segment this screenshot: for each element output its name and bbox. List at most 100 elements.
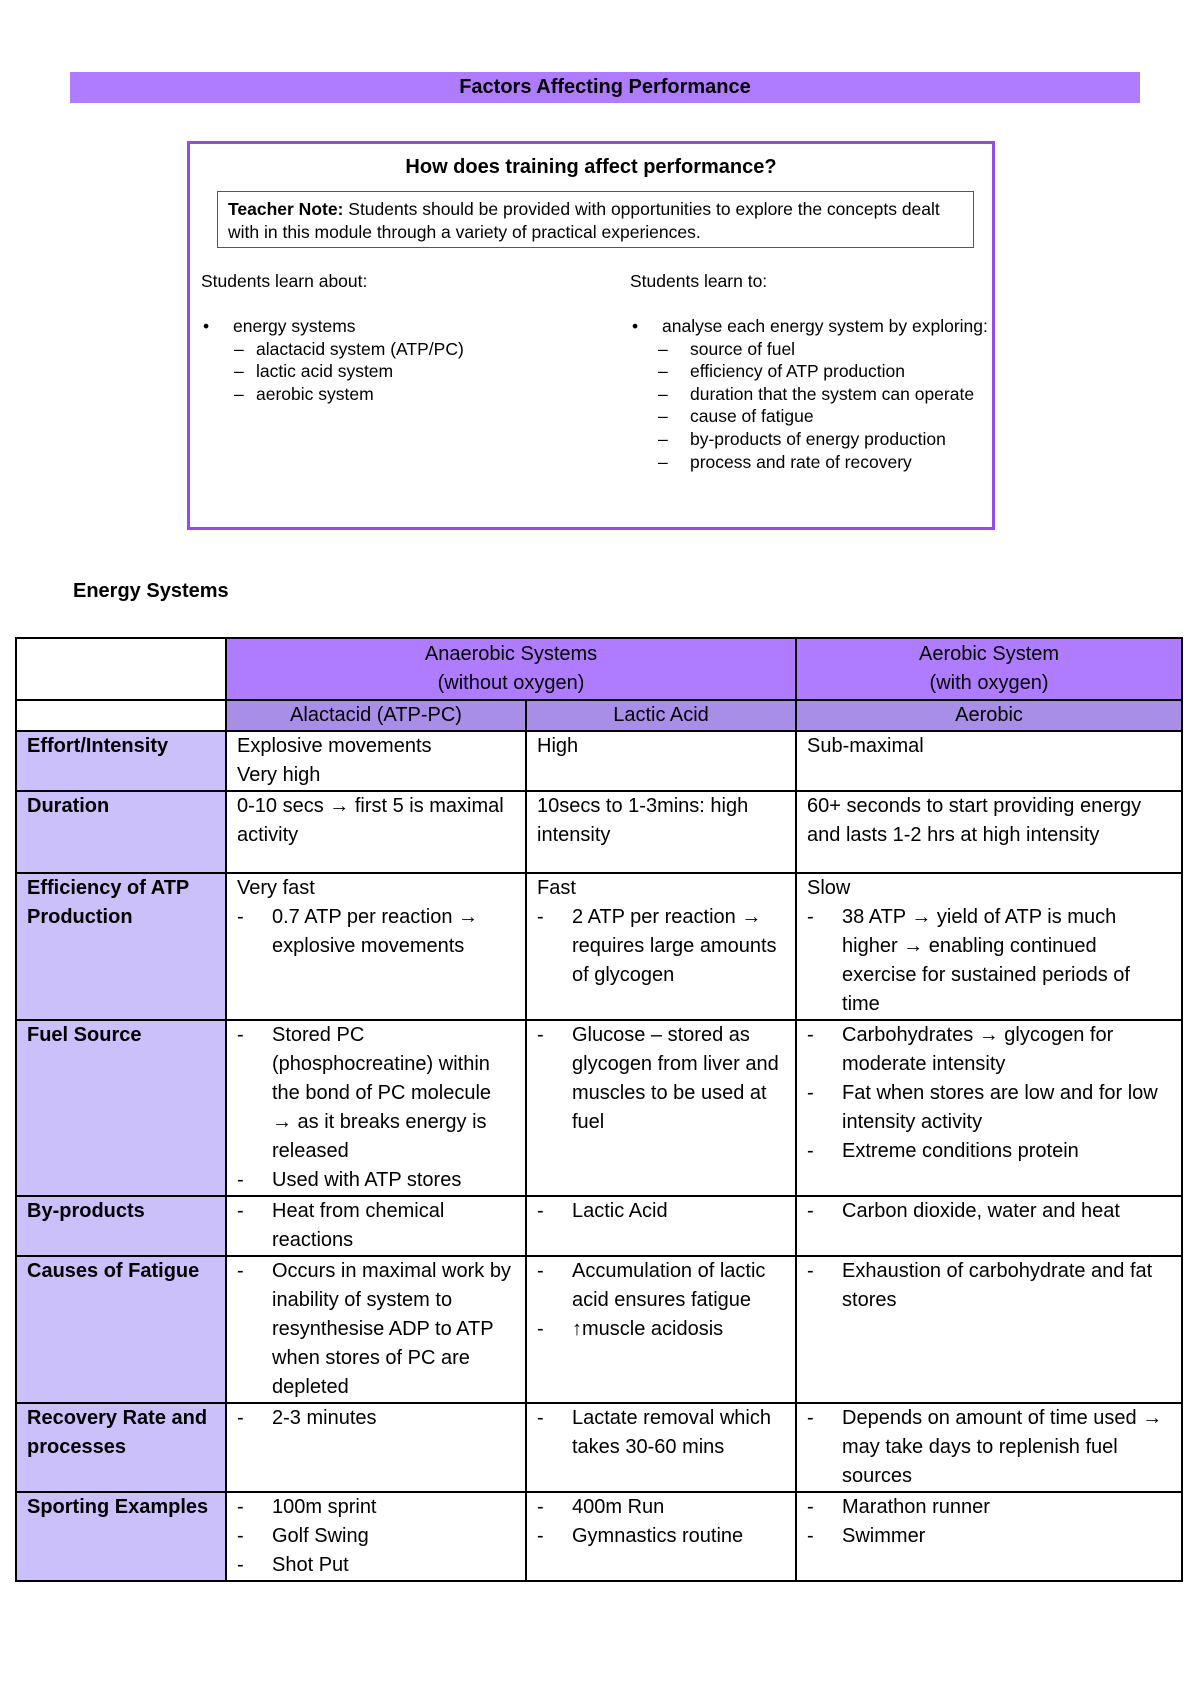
table-cell: Glucose – stored as glycogen from liver … bbox=[524, 1019, 798, 1197]
learn-about-list: energy systemsalactacid system (ATP/PC)l… bbox=[201, 315, 601, 405]
table-cell: Fast 2 ATP per reaction → requires large … bbox=[524, 872, 798, 1021]
table-row: Sporting Examples100m sprintGolf SwingSh… bbox=[15, 1491, 1184, 1582]
table-sub-header-row: Alactacid (ATP-PC) Lactic Acid Aerobic bbox=[15, 699, 1184, 732]
header-line: (without oxygen) bbox=[437, 672, 585, 694]
table-row: Fuel SourceStored PC (phosphocreatine) w… bbox=[15, 1019, 1184, 1197]
cell-list-item: Swimmer bbox=[807, 1522, 1171, 1551]
cell-list-item: Extreme conditions protein bbox=[807, 1137, 1171, 1166]
table-cell: 60+ seconds to start providing energy an… bbox=[795, 790, 1184, 874]
table-cell: 10secs to 1-3mins: high intensity bbox=[524, 790, 798, 874]
list-item: lactic acid system bbox=[201, 360, 601, 383]
cell-list-item: 0.7 ATP per reaction → explosive movemen… bbox=[237, 903, 515, 961]
cell-list-item: Shot Put bbox=[237, 1551, 515, 1580]
list-item: cause of fatigue bbox=[630, 405, 990, 428]
table-cell: Slow 38 ATP → yield of ATP is much higher… bbox=[795, 872, 1184, 1021]
table-cell: Exhaustion of carbohydrate and fat store… bbox=[795, 1255, 1184, 1404]
row-label: Duration bbox=[15, 790, 227, 874]
table-cell: Occurs in maximal work by inability of s… bbox=[225, 1255, 527, 1404]
syllabus-question: How does training affect performance? bbox=[405, 156, 777, 178]
table-cell: 0-10 secs → first 5 is maximal activity bbox=[225, 790, 527, 874]
cell-list-item: Fat when stores are low and for low inte… bbox=[807, 1079, 1171, 1137]
cell-list-item: Occurs in maximal work by inability of s… bbox=[237, 1257, 515, 1402]
cell-text: 0-10 secs → first 5 is maximal activity bbox=[237, 795, 504, 846]
table-row: Recovery Rate and processes 2-3 minutes La… bbox=[15, 1402, 1184, 1493]
cell-list-item: Exhaustion of carbohydrate and fat store… bbox=[807, 1257, 1171, 1315]
cell-list-item: Lactic Acid bbox=[537, 1197, 785, 1226]
row-label: Sporting Examples bbox=[15, 1491, 227, 1582]
cell-list: 2-3 minutes bbox=[237, 1404, 515, 1433]
syllabus-box: How does training affect performance? Te… bbox=[187, 141, 995, 530]
table-cell: Marathon runnerSwimmer bbox=[795, 1491, 1184, 1582]
cell-list: Carbohydrates → glycogen for moderate in… bbox=[807, 1021, 1171, 1166]
cell-list-item: Lactate removal which takes 30-60 mins bbox=[537, 1404, 785, 1462]
cell-list: Occurs in maximal work by inability of s… bbox=[237, 1257, 515, 1402]
table-cell: Lactic Acid bbox=[524, 1195, 798, 1257]
list-item: by-products of energy production bbox=[630, 428, 990, 451]
row-label: Recovery Rate and processes bbox=[15, 1402, 227, 1493]
cell-list-item: Depends on amount of time used → may tak… bbox=[807, 1404, 1171, 1491]
table-row: By-productsHeat from chemical reactions L… bbox=[15, 1195, 1184, 1257]
cell-list-item: Marathon runner bbox=[807, 1493, 1171, 1522]
list-bullet: analyse each energy system by exploring: bbox=[630, 315, 990, 338]
list-item: source of fuel bbox=[630, 338, 990, 361]
header-line: Aerobic System bbox=[918, 643, 1060, 665]
teacher-note: Teacher Note: Students should be provide… bbox=[217, 191, 974, 248]
row-label: Causes of Fatigue bbox=[15, 1255, 227, 1404]
table-cell: Sub-maximal bbox=[795, 730, 1184, 792]
cell-list: 100m sprintGolf SwingShot Put bbox=[237, 1493, 515, 1580]
energy-systems-table: Anaerobic Systems (without oxygen) Aerob… bbox=[15, 637, 1184, 1582]
table-corner-cell bbox=[15, 699, 227, 732]
cell-list-item: 400m Run bbox=[537, 1493, 785, 1522]
header-line: Anaerobic Systems bbox=[424, 643, 598, 665]
aerobic-sub-header: Aerobic bbox=[795, 699, 1184, 732]
row-label: By-products bbox=[15, 1195, 227, 1257]
row-label: Effort/Intensity bbox=[15, 730, 227, 792]
cell-list: 400m RunGymnastics routine bbox=[537, 1493, 785, 1551]
learn-to-heading: Students learn to: bbox=[630, 271, 768, 291]
teacher-note-label: Teacher Note: bbox=[228, 199, 344, 219]
cell-text: Explosive movements bbox=[237, 735, 432, 757]
cell-list-item: Golf Swing bbox=[237, 1522, 515, 1551]
cell-text: Sub-maximal bbox=[807, 735, 924, 757]
cell-list: Stored PC (phosphocreatine) within the b… bbox=[237, 1021, 515, 1195]
list-item: duration that the system can operate bbox=[630, 383, 990, 406]
cell-list: 38 ATP → yield of ATP is much higher → e… bbox=[807, 903, 1171, 1019]
cell-list-item: Carbohydrates → glycogen for moderate in… bbox=[807, 1021, 1171, 1079]
cell-list-item: Carbon dioxide, water and heat bbox=[807, 1197, 1171, 1226]
cell-list-item: Used with ATP stores bbox=[237, 1166, 515, 1195]
alactacid-header: Alactacid (ATP-PC) bbox=[225, 699, 527, 732]
cell-text: 10secs to 1-3mins: high intensity bbox=[537, 795, 749, 846]
table-cell: Carbohydrates → glycogen for moderate in… bbox=[795, 1019, 1184, 1197]
row-label: Efficiency of ATP Production bbox=[15, 872, 227, 1021]
cell-list-item: Gymnastics routine bbox=[537, 1522, 785, 1551]
learn-to-list: analyse each energy system by exploring:… bbox=[630, 315, 990, 473]
cell-list: Heat from chemical reactions bbox=[237, 1197, 515, 1255]
cell-list: 0.7 ATP per reaction → explosive movemen… bbox=[237, 903, 515, 961]
cell-list: Marathon runnerSwimmer bbox=[807, 1493, 1171, 1551]
lactic-acid-header: Lactic Acid bbox=[524, 699, 798, 732]
anaerobic-header: Anaerobic Systems (without oxygen) bbox=[224, 637, 798, 701]
table-cell: 400m RunGymnastics routine bbox=[524, 1491, 798, 1582]
cell-list-item: ↑muscle acidosis bbox=[537, 1315, 785, 1344]
cell-list: Exhaustion of carbohydrate and fat store… bbox=[807, 1257, 1171, 1315]
list-item: process and rate of recovery bbox=[630, 451, 990, 474]
cell-list: Glucose – stored as glycogen from liver … bbox=[537, 1021, 785, 1137]
cell-list: Lactate removal which takes 30-60 mins bbox=[537, 1404, 785, 1462]
cell-text: Very fast bbox=[237, 877, 315, 899]
cell-text: Slow bbox=[807, 877, 851, 899]
cell-text: 60+ seconds to start providing energy an… bbox=[807, 795, 1142, 846]
table-cell: 100m sprintGolf SwingShot Put bbox=[225, 1491, 527, 1582]
list-item: alactacid system (ATP/PC) bbox=[201, 338, 601, 361]
table-cell: Heat from chemical reactions bbox=[225, 1195, 527, 1257]
table-cell: Depends on amount of time used → may tak… bbox=[795, 1402, 1184, 1493]
cell-list-item: Stored PC (phosphocreatine) within the b… bbox=[237, 1021, 515, 1166]
cell-text: High bbox=[537, 735, 579, 757]
cell-text: Fast bbox=[537, 877, 576, 899]
section-heading: Energy Systems bbox=[73, 580, 229, 602]
list-bullet: energy systems bbox=[201, 315, 601, 338]
page-title: Factors Affecting Performance bbox=[70, 72, 1140, 103]
cell-list-item: 2 ATP per reaction → requires large amou… bbox=[537, 903, 785, 990]
table-cell: Accumulation of lactic acid ensures fati… bbox=[524, 1255, 798, 1404]
list-item: aerobic system bbox=[201, 383, 601, 406]
